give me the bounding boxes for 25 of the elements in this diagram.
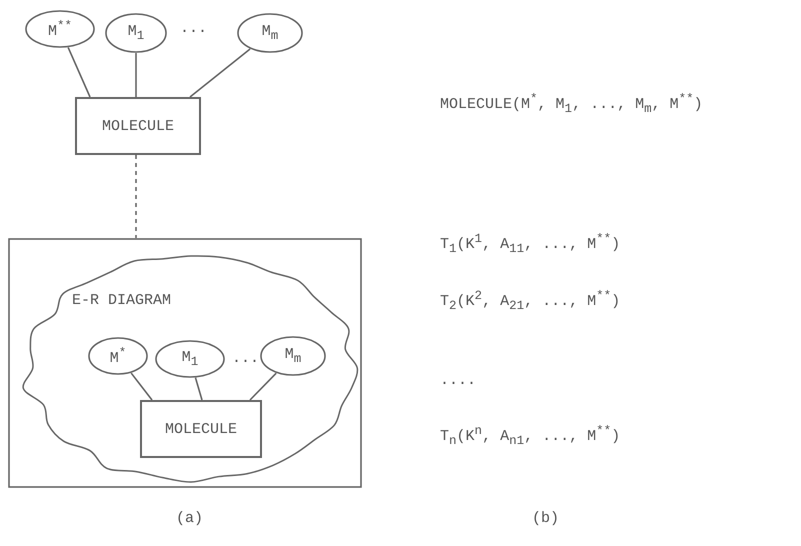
connector-line [67,47,91,98]
formula: MOLECULE(M$^{*}$, M$_{1}$, ..., M$_{m}$, M$^{**}$) [440,92,703,116]
attribute-name: M$^{**}$ [48,18,72,40]
entity-name: MOLECULE [164,420,237,438]
dashed-connector [135,155,137,238]
panel-label: (b) [532,510,560,527]
formula: T$_{1}$(K$^{1}$, A$_{11}$, ..., M$^{**}$) [440,232,620,256]
ellipsis: ... [180,20,208,37]
ellipsis: ... [232,350,260,367]
formula: T$_{n}$(K$^{n}$, A$_{n1}$, ..., M$^{**}$) [440,424,620,448]
ellipsis: .... [440,372,476,389]
connector-line [130,372,153,400]
attribute-name: M$_{1}$ [128,23,144,43]
cloud-label: E-R DIAGRAM [72,292,172,309]
attribute-name: M$^{*}$ [110,346,126,366]
panel-label: (a) [176,510,204,527]
attribute-name: M$_{m}$ [262,23,278,43]
connector-line [190,48,251,98]
entity-name: MOLECULE [102,118,174,134]
attribute-name: M$_{1}$ [182,349,198,369]
attribute-name: M$_{m}$ [284,346,302,366]
formula: T$_{2}$(K$^{2}$, A$_{21}$, ..., M$^{**}$) [440,289,620,313]
connector-line [249,372,277,401]
connector-line [135,53,137,97]
connector-line [194,378,203,400]
